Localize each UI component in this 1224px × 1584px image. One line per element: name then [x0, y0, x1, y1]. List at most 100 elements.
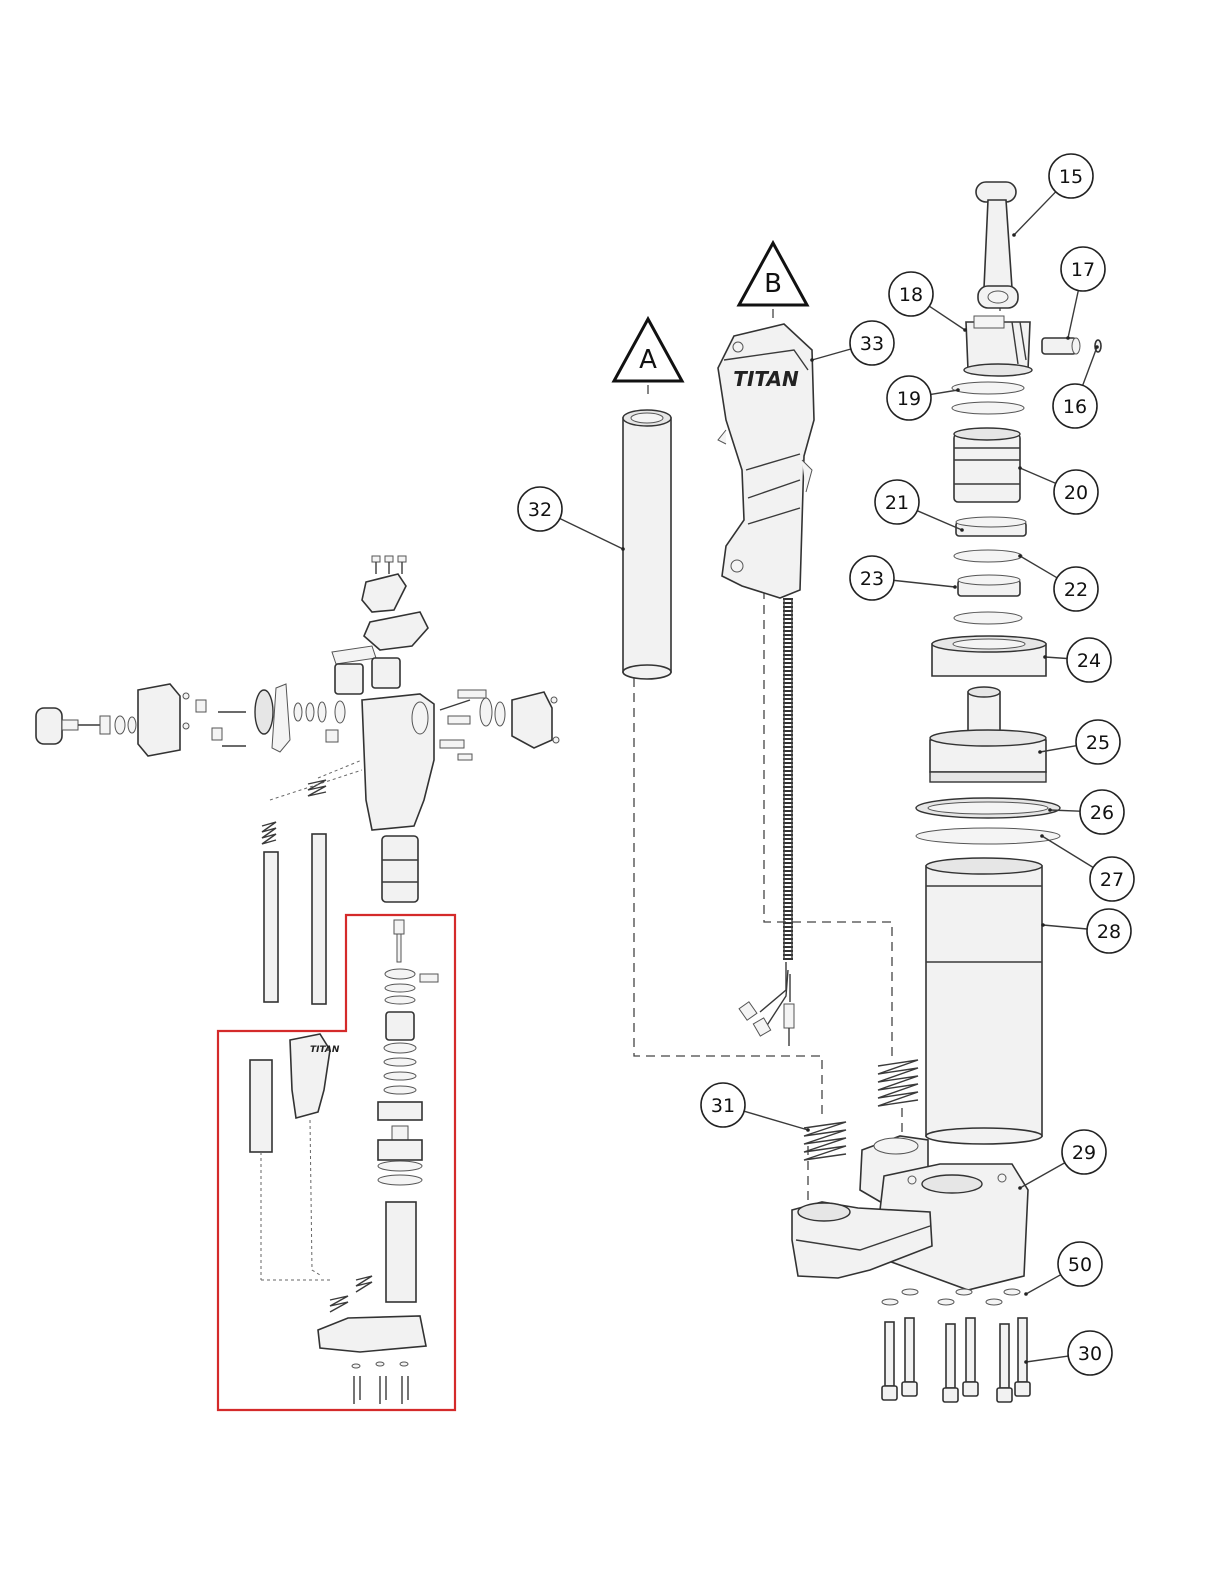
callout-label: 33: [860, 333, 884, 355]
callout-leader-33: [812, 349, 851, 360]
callout-leader-29: [1020, 1163, 1065, 1188]
callout-leader-tip-30: [1024, 1360, 1028, 1364]
overview-inset: TITAN: [36, 556, 559, 1410]
inset-handle-logo: TITAN: [310, 1045, 340, 1055]
part-30-bolts: [882, 1318, 1030, 1402]
callout-leader-16: [1083, 347, 1097, 385]
callout-50: 50: [1058, 1242, 1102, 1286]
callout-label: 21: [885, 492, 909, 514]
callout-label: 50: [1068, 1254, 1092, 1276]
callout-leader-tip-19: [956, 388, 960, 392]
callout-leader-tip-32: [621, 547, 625, 551]
inset-right-assembly: [440, 690, 559, 760]
part-28-cylinder: [926, 858, 1042, 1144]
callout-leader-17: [1068, 290, 1078, 338]
inset-bushing-right: [372, 658, 400, 688]
part-20-sleeve: [954, 428, 1020, 502]
callout-label: 28: [1097, 921, 1121, 943]
callout-label: 15: [1059, 166, 1083, 188]
callout-18: 18: [889, 272, 933, 316]
callout-31: 31: [701, 1083, 745, 1127]
callout-leader-27: [1042, 836, 1093, 867]
callout-label: 22: [1064, 579, 1088, 601]
callout-29: 29: [1062, 1130, 1106, 1174]
callout-leader-tip-18: [963, 328, 967, 332]
callout-label: 31: [711, 1095, 735, 1117]
part-31-spring: [804, 1122, 846, 1160]
callout-label: 32: [528, 499, 552, 521]
callout-24: 24: [1067, 638, 1111, 682]
part-19-rings: [952, 382, 1024, 414]
callout-30: 30: [1068, 1331, 1112, 1375]
callout-leader-tip-22: [1018, 554, 1022, 558]
callout-leader-tip-15: [1012, 233, 1016, 237]
callout-leader-tip-23: [953, 585, 957, 589]
part-33-handle: TITAN: [718, 324, 814, 1046]
callout-leader-tip-31: [806, 1128, 810, 1132]
callout-leader-tip-16: [1095, 345, 1099, 349]
callout-leader-tip-29: [1018, 1186, 1022, 1190]
marker-A: A: [614, 319, 682, 399]
callout-leader-tip-21: [960, 528, 964, 532]
inset-top-screws: [372, 556, 406, 574]
part-24-ring: [932, 636, 1046, 676]
callout-leader-18: [929, 306, 965, 330]
callout-leader-21: [917, 511, 962, 530]
callout-leader-24: [1045, 657, 1067, 659]
callout-leader-tip-28: [1041, 923, 1045, 927]
callout-label: 23: [860, 568, 884, 590]
callout-label: 26: [1090, 802, 1114, 824]
callout-leader-tip-24: [1043, 655, 1047, 659]
part-50-washers: [882, 1289, 1020, 1305]
part-15-connecting-rod: [976, 182, 1018, 308]
callout-26: 26: [1080, 790, 1124, 834]
callout-33: 33: [850, 321, 894, 365]
callout-leader-32: [560, 519, 623, 549]
inset-bushing-left: [335, 664, 363, 694]
callout-leader-tip-50: [1024, 1292, 1028, 1296]
handle-logo: TITAN: [733, 367, 799, 391]
callout-32: 32: [518, 487, 562, 531]
callout-leader-tip-25: [1038, 750, 1042, 754]
part-32-tube: [623, 410, 671, 679]
callout-leader-50: [1026, 1275, 1061, 1294]
callout-label: 29: [1072, 1142, 1096, 1164]
callout-27: 27: [1090, 857, 1134, 901]
callout-28: 28: [1087, 909, 1131, 953]
callout-label: 24: [1077, 650, 1101, 672]
callout-leader-tip-33: [810, 358, 814, 362]
part-18-piston-head: [964, 316, 1032, 376]
callout-leader-23: [894, 580, 955, 587]
inset-main-body: [362, 694, 434, 902]
callout-leader-tip-17: [1066, 336, 1070, 340]
marker-label: A: [639, 345, 657, 375]
callout-label: 27: [1100, 869, 1124, 891]
callout-19: 19: [887, 376, 931, 420]
callout-22: 22: [1054, 567, 1098, 611]
callout-25: 25: [1076, 720, 1120, 764]
callout-label: 17: [1071, 259, 1095, 281]
part-23-bushing: [958, 575, 1020, 596]
callout-label: 25: [1086, 732, 1110, 754]
part-29-base: [792, 1136, 1028, 1290]
marker-label: B: [764, 269, 782, 299]
callout-label: 20: [1064, 482, 1088, 504]
callout-leader-tip-26: [1048, 808, 1052, 812]
callout-label: 16: [1063, 396, 1087, 418]
part-25-cap: [930, 687, 1046, 782]
callout-leader-tip-20: [1018, 466, 1022, 470]
callout-label: 18: [899, 284, 923, 306]
callout-leader-20: [1020, 468, 1056, 483]
inset-left-assembly: [36, 684, 345, 756]
callout-20: 20: [1054, 470, 1098, 514]
callout-leader-22: [1020, 556, 1057, 578]
callout-16: 16: [1053, 384, 1097, 428]
callout-leader-31: [744, 1111, 808, 1130]
callout-leader-tip-27: [1040, 834, 1044, 838]
callout-leader-15: [1014, 192, 1056, 235]
callout-leader-30: [1026, 1356, 1068, 1362]
callout-23: 23: [850, 556, 894, 600]
part-21-collar: [956, 517, 1026, 536]
callout-label: 19: [897, 388, 921, 410]
